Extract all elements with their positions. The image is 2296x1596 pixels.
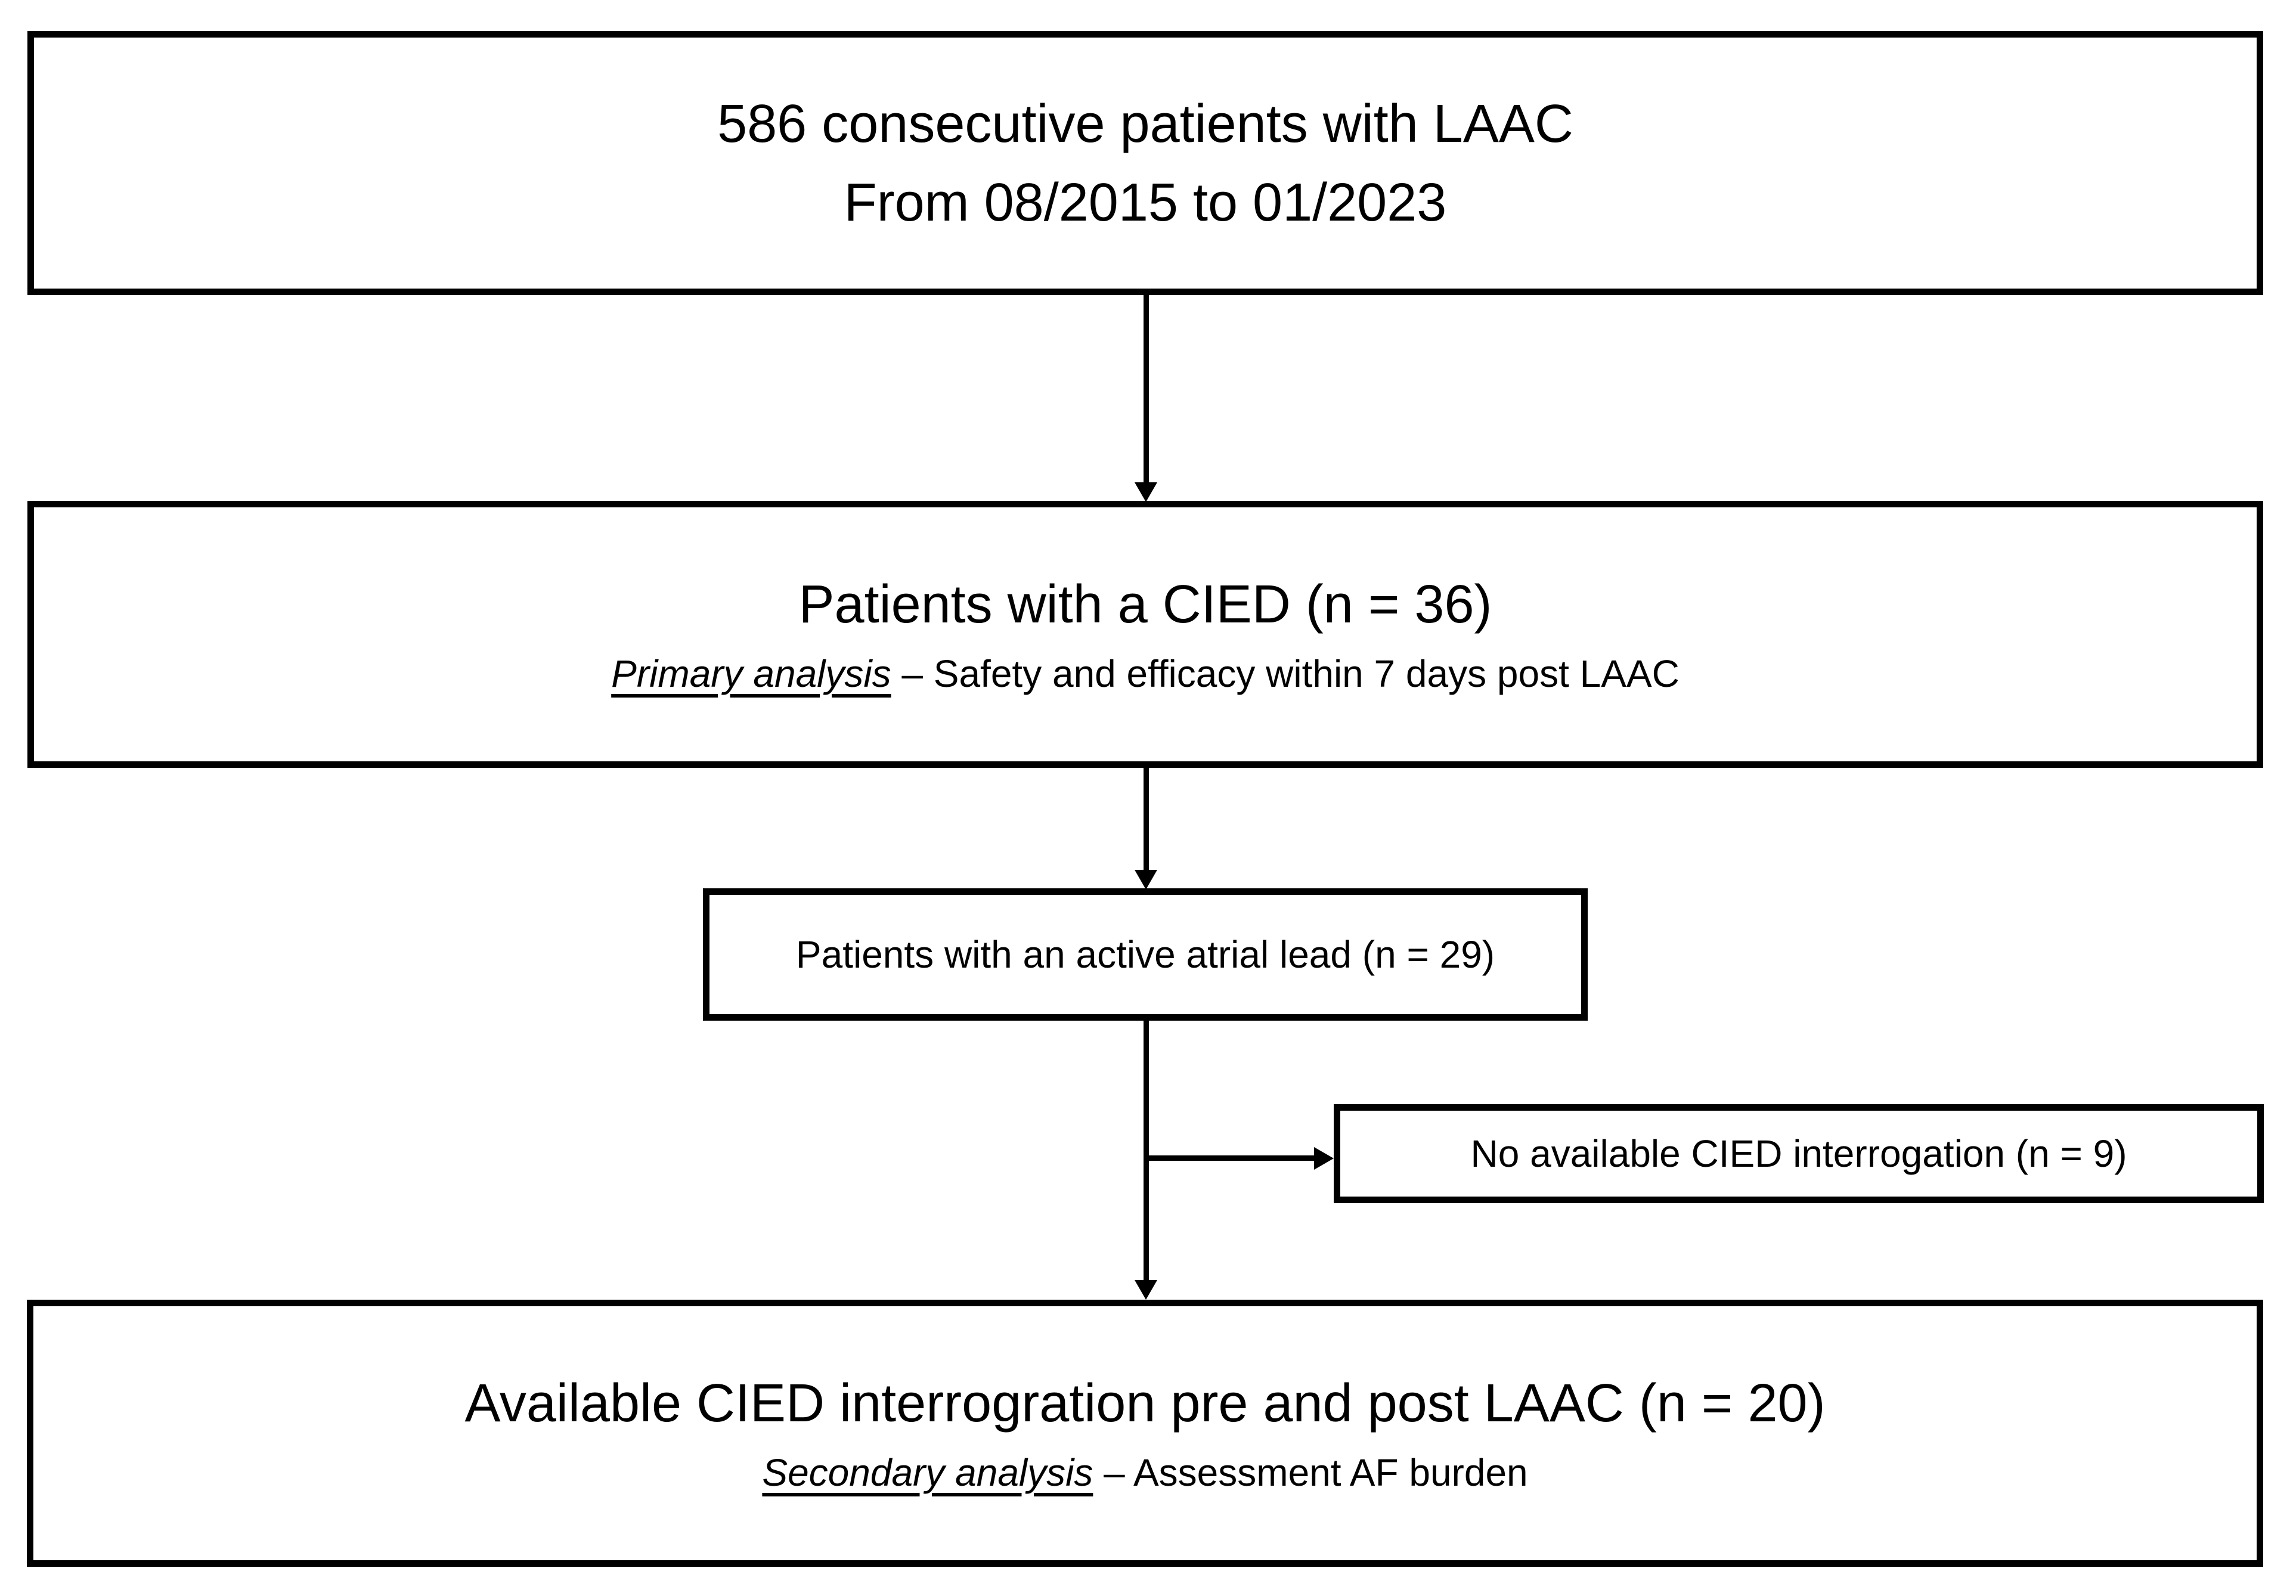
- cied-subline: Primary analysis – Safety and efficacy w…: [611, 644, 1680, 704]
- down-arrow-connector-1-head: [1135, 482, 1157, 502]
- down-arrow-connector-2-head: [1135, 870, 1157, 890]
- available-interrogation-heading: Available CIED interrogration pre and po…: [464, 1374, 1826, 1433]
- total-patients-line2: From 08/2015 to 01/2023: [844, 172, 1447, 233]
- available-interrogation-subline: Secondary analysis – Assessment AF burde…: [762, 1443, 1527, 1502]
- box-available-interrogation: Available CIED interrogration pre and po…: [27, 1300, 2263, 1567]
- box-active-atrial-lead: Patients with an active atrial lead (n =…: [703, 888, 1588, 1021]
- down-arrow-connector-1-shaft: [1144, 295, 1149, 484]
- right-arrow-connector-head: [1314, 1147, 1334, 1170]
- box-cied-patients: Patients with a CIED (n = 36) Primary an…: [27, 501, 2263, 768]
- secondary-analysis-label: Secondary analysis: [762, 1451, 1093, 1494]
- primary-analysis-label: Primary analysis: [611, 652, 891, 695]
- total-patients-line1: 586 consecutive patients with LAAC: [717, 94, 1573, 154]
- box-total-patients: 586 consecutive patients with LAAC From …: [27, 31, 2263, 295]
- active-atrial-lead-text: Patients with an active atrial lead (n =…: [795, 933, 1495, 976]
- no-cied-interrogation-text: No available CIED interrogation (n = 9): [1470, 1132, 2127, 1175]
- down-arrow-connector-3-head: [1135, 1280, 1157, 1300]
- cied-heading: Patients with a CIED (n = 36): [798, 575, 1492, 634]
- down-arrow-connector-3-shaft: [1144, 1018, 1149, 1281]
- secondary-analysis-description: – Assessment AF burden: [1093, 1451, 1528, 1494]
- right-arrow-connector-shaft: [1146, 1155, 1315, 1161]
- down-arrow-connector-2-shaft: [1144, 768, 1149, 871]
- primary-analysis-description: – Safety and efficacy within 7 days post…: [891, 652, 1680, 695]
- box-no-cied-interrogation: No available CIED interrogation (n = 9): [1334, 1104, 2264, 1203]
